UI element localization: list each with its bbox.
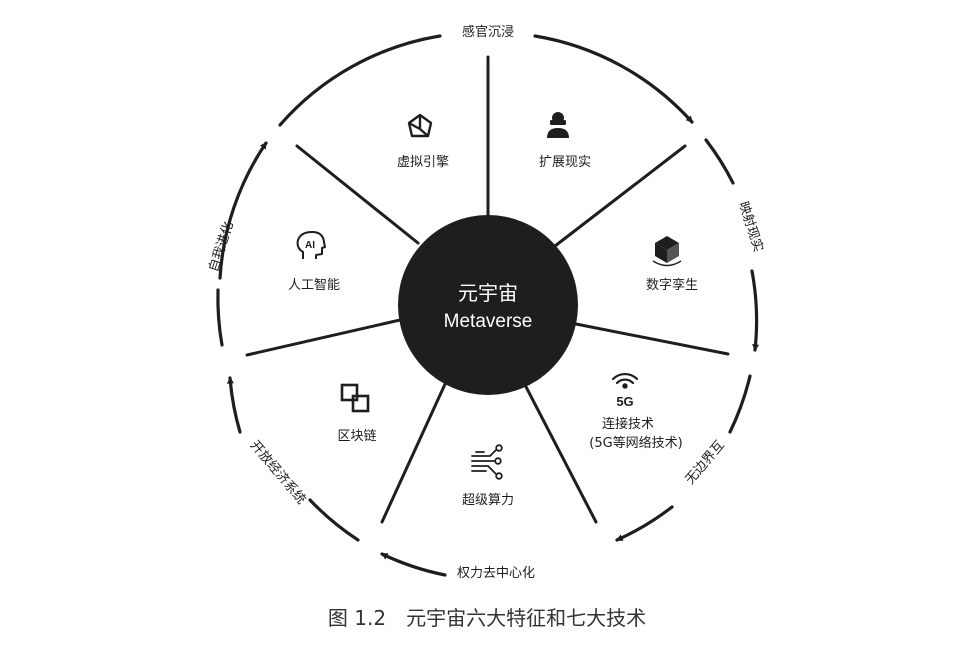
- spoke-bottom-left: [380, 380, 448, 524]
- center-circle: [398, 215, 578, 395]
- tech-connectivity: 5G 连接技术 (5G等网络技术): [589, 372, 683, 451]
- ring-arc-right-lower: [728, 374, 752, 434]
- tech-ai: AI 人工智能: [288, 231, 340, 293]
- feature-label-open-economy: 开放经济系统: [247, 438, 309, 507]
- ring-arc-bottom: [380, 552, 447, 577]
- ring-arc-bottom-right: [615, 505, 674, 542]
- linked-blocks-icon: [340, 383, 370, 413]
- ring-arc-right: [750, 269, 760, 352]
- feature-label-boundless-interaction: 无边界互: [683, 438, 728, 487]
- spokes: [245, 55, 730, 524]
- tech-digital-twin: 数字孪生: [646, 236, 698, 293]
- figure-caption: 图 1.2 元宇宙六大特征和七大技术: [328, 606, 646, 630]
- center-subtitle: Metaverse: [444, 311, 533, 332]
- ring-arc-right-upper: [704, 138, 735, 185]
- ai-head-icon: [296, 231, 326, 259]
- tech-label-virtual-engine: 虚拟引擎: [397, 155, 449, 170]
- ring-arc-bottom-left: [308, 498, 360, 542]
- tech-label-supercomputing: 超级算力: [462, 493, 514, 508]
- spoke-right: [574, 322, 730, 356]
- tech-label-extended-reality: 扩展现实: [539, 155, 591, 170]
- 5g-signal-icon: [611, 372, 639, 389]
- tech-virtual-engine: 虚拟引擎: [397, 113, 449, 170]
- ring-arc-top-left: [278, 34, 442, 127]
- tech-supercomputing: 超级算力: [462, 444, 514, 508]
- center-title: 元宇宙: [458, 281, 518, 305]
- ring-arc-left-lower: [216, 288, 224, 347]
- 5g-icon-text: 5G: [616, 394, 633, 409]
- feature-label-immersion: 感官沉浸: [462, 24, 514, 40]
- outer-ring: [216, 34, 760, 577]
- 3d-cube-icon: [652, 236, 682, 267]
- tech-label-connectivity-detail: (5G等网络技术): [589, 435, 683, 451]
- spoke-bottom-right: [521, 379, 598, 524]
- ring-arc-left: [226, 376, 242, 434]
- vr-headset-user-icon: [547, 112, 569, 138]
- circuit-nodes-icon: [471, 444, 503, 480]
- tech-label-digital-twin: 数字孪生: [646, 277, 698, 293]
- unity-engine-icon: [407, 113, 433, 138]
- tech-blockchain: 区块链: [337, 383, 377, 444]
- tech-label-ai: 人工智能: [288, 278, 340, 293]
- spoke-top-right: [553, 144, 687, 248]
- feature-label-self-evolution: 自我进化: [207, 220, 237, 274]
- tech-extended-reality: 扩展现实: [539, 112, 591, 170]
- ring-arc-left-upper: [218, 141, 268, 280]
- spoke-left: [245, 318, 402, 357]
- spoke-top-left: [295, 144, 420, 245]
- feature-label-mapping-reality: 映射现实: [735, 200, 766, 254]
- ai-icon-text: AI: [305, 240, 315, 251]
- tech-label-blockchain: 区块链: [337, 429, 376, 444]
- ring-arc-top-right: [533, 34, 694, 124]
- feature-label-decentralization: 权力去中心化: [457, 565, 535, 581]
- tech-label-connectivity: 连接技术: [602, 416, 654, 432]
